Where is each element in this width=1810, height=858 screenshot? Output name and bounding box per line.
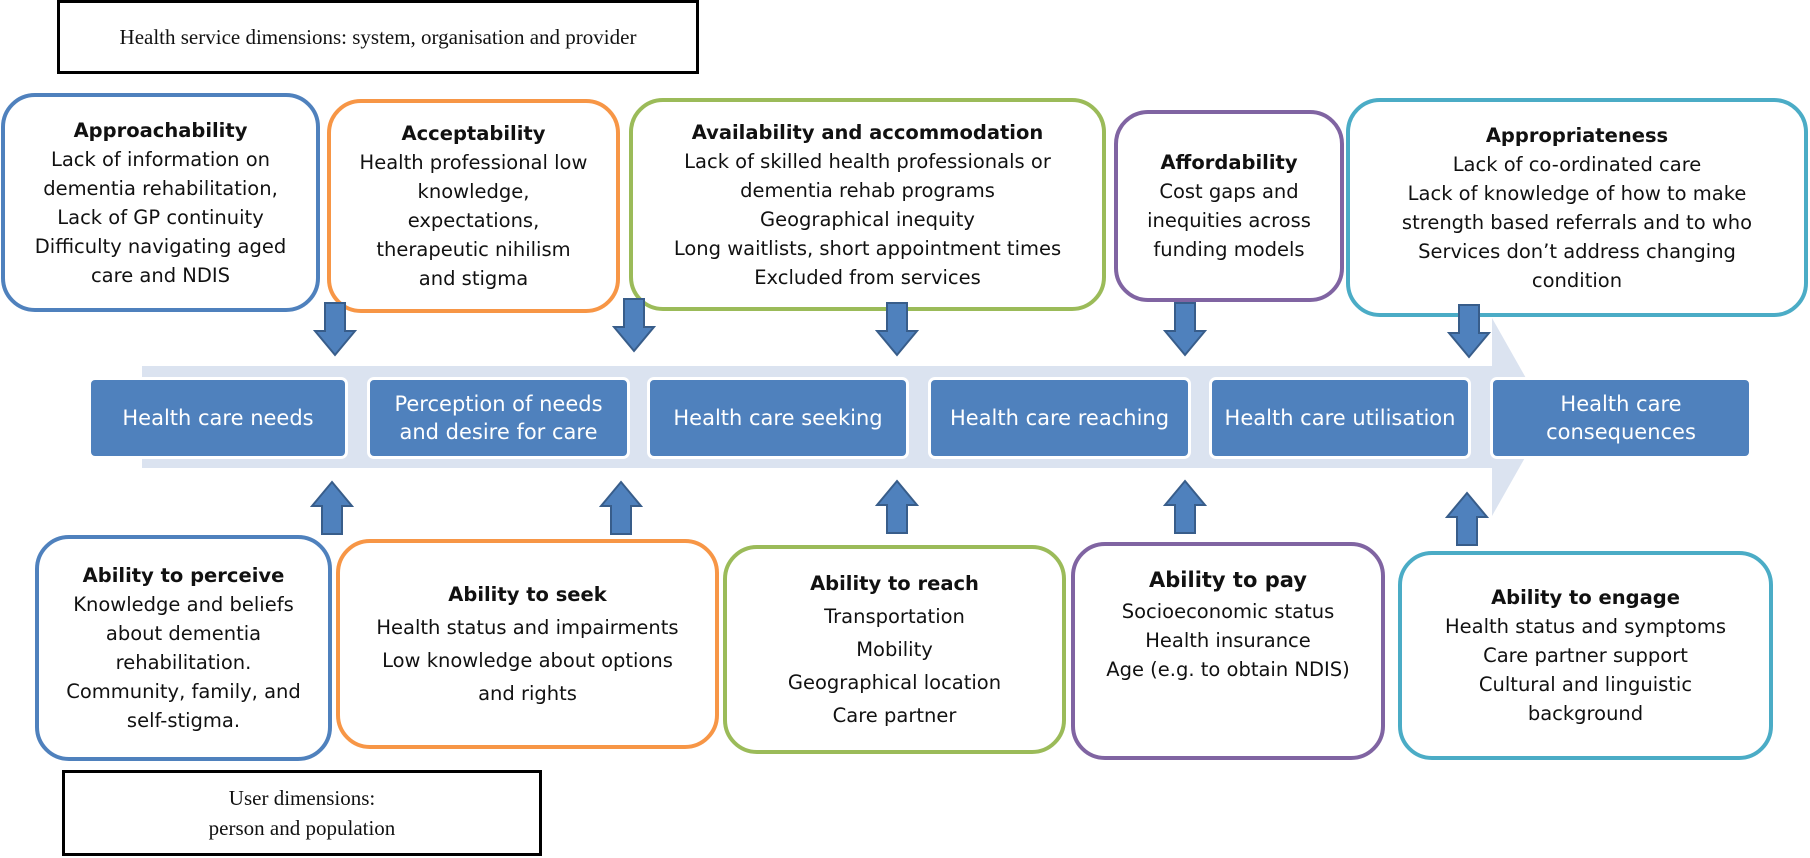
card-line: therapeutic nihilism	[376, 238, 571, 261]
card-line: strength based referrals and to who	[1401, 210, 1753, 234]
card-line: Services don’t address changing	[1418, 239, 1736, 263]
card-title: Ability to pay	[1149, 568, 1307, 592]
up-arrow-icon	[875, 479, 919, 534]
card-line: and rights	[478, 682, 577, 705]
card-title: Ability to reach	[810, 572, 979, 595]
card-line: Cultural and linguistic	[1478, 673, 1693, 696]
card-line: Health status and impairments	[376, 616, 679, 639]
card-line: Geographical location	[787, 671, 1002, 694]
card-line: funding models	[1153, 238, 1305, 261]
card-line: Long waitlists, short appointment times	[673, 236, 1062, 260]
stage-health-care-consequences: Health care consequences	[1490, 377, 1752, 459]
card-line: Health status and symptoms	[1444, 615, 1727, 638]
card-line: dementia rehab programs	[740, 178, 995, 202]
card-approachability: Approachability Lack of information on d…	[1, 93, 320, 312]
down-arrow-icon	[875, 302, 919, 357]
card-title: Acceptability	[401, 122, 546, 145]
stage-health-care-seeking: Health care seeking	[647, 377, 909, 459]
card-line: Lack of co-ordinated care	[1452, 152, 1702, 176]
card-line: inequities across	[1147, 209, 1311, 232]
card-appropriateness: Appropriateness Lack of co-ordinated car…	[1346, 98, 1808, 317]
card-line: Lack of information on	[50, 147, 271, 171]
up-arrow-icon	[599, 480, 643, 535]
card-line: Difficulty navigating aged	[34, 234, 287, 258]
card-title: Ability to seek	[448, 583, 607, 606]
card-ability-to-pay: Ability to pay Socioeconomic status Heal…	[1071, 542, 1385, 760]
user-dimension-label: User dimensions: person and population	[62, 770, 542, 856]
card-line: Lack of skilled health professionals or	[684, 149, 1051, 173]
stage-label: Health care	[1560, 392, 1682, 416]
stage-label: Health care utilisation	[1224, 406, 1456, 430]
card-line: knowledge,	[417, 180, 530, 203]
card-line: dementia rehabilitation,	[43, 176, 278, 200]
card-line: rehabilitation.	[115, 651, 252, 674]
system-dimension-label: Health service dimensions: system, organ…	[57, 0, 699, 74]
card-line: Health professional low	[359, 151, 588, 174]
card-line: Transportation	[824, 605, 965, 628]
user-dimension-line-1: User dimensions:	[228, 786, 376, 810]
card-availability-accommodation: Availability and accommodation Lack of s…	[629, 98, 1106, 311]
down-arrow-icon	[612, 298, 656, 353]
card-line: Health insurance	[1145, 629, 1311, 652]
stage-health-care-reaching: Health care reaching	[928, 377, 1191, 459]
down-arrow-icon	[313, 302, 357, 357]
up-arrow-icon	[310, 480, 354, 535]
card-line: Geographical inequity	[760, 207, 975, 231]
card-title: Ability to perceive	[82, 564, 285, 587]
card-line: Socioeconomic status	[1121, 600, 1335, 623]
card-ability-to-perceive: Ability to perceive Knowledge and belief…	[35, 535, 332, 761]
card-line: Care partner support	[1483, 644, 1688, 667]
card-line: Low knowledge about options	[382, 649, 673, 672]
card-line: background	[1527, 702, 1644, 725]
card-line: and stigma	[418, 267, 529, 290]
user-dimension-line-2: person and population	[208, 816, 396, 840]
stage-label: Health care needs	[122, 406, 314, 430]
card-title: Availability and accommodation	[691, 120, 1044, 144]
system-dimension-text: Health service dimensions: system, organ…	[119, 24, 637, 49]
card-line: self-stigma.	[126, 709, 241, 732]
card-line: expectations,	[407, 209, 540, 232]
down-arrow-icon	[1163, 302, 1207, 357]
card-line: Mobility	[856, 638, 933, 661]
card-line: Knowledge and beliefs	[73, 593, 294, 616]
stage-label: and desire for care	[399, 420, 598, 444]
stage-label: Health care reaching	[949, 406, 1170, 430]
card-line: care and NDIS	[90, 263, 231, 287]
up-arrow-icon	[1445, 491, 1489, 546]
card-line: condition	[1531, 268, 1623, 292]
card-line: Cost gaps and	[1159, 180, 1299, 203]
stage-label: Perception of needs	[394, 392, 603, 416]
card-line: Age (e.g. to obtain NDIS)	[1106, 658, 1350, 681]
card-ability-to-reach: Ability to reach Transportation Mobility…	[723, 545, 1066, 754]
card-line: Lack of knowledge of how to make	[1407, 181, 1747, 205]
down-arrow-icon	[1447, 304, 1491, 359]
stage-label: Health care seeking	[673, 406, 883, 430]
stage-health-care-utilisation: Health care utilisation	[1209, 377, 1471, 459]
card-ability-to-seek: Ability to seek Health status and impair…	[336, 539, 719, 749]
stage-health-care-needs: Health care needs	[88, 377, 348, 459]
card-line: Community, family, and	[66, 680, 301, 703]
card-acceptability: Acceptability Health professional low kn…	[327, 99, 620, 313]
stage-perception-of-needs: Perception of needs and desire for care	[367, 377, 630, 459]
stage-label: consequences	[1546, 420, 1696, 444]
up-arrow-icon	[1163, 479, 1207, 534]
card-line: Care partner	[832, 704, 957, 727]
card-affordability: Affordability Cost gaps and inequities a…	[1114, 110, 1344, 302]
card-title: Ability to engage	[1491, 586, 1680, 609]
card-line: Lack of GP continuity	[57, 205, 264, 229]
card-ability-to-engage: Ability to engage Health status and symp…	[1398, 551, 1773, 760]
card-title: Appropriateness	[1485, 123, 1669, 147]
card-line: Excluded from services	[754, 265, 981, 289]
card-line: about dementia	[105, 622, 262, 645]
card-title: Affordability	[1160, 151, 1298, 174]
card-title: Approachability	[73, 118, 248, 142]
